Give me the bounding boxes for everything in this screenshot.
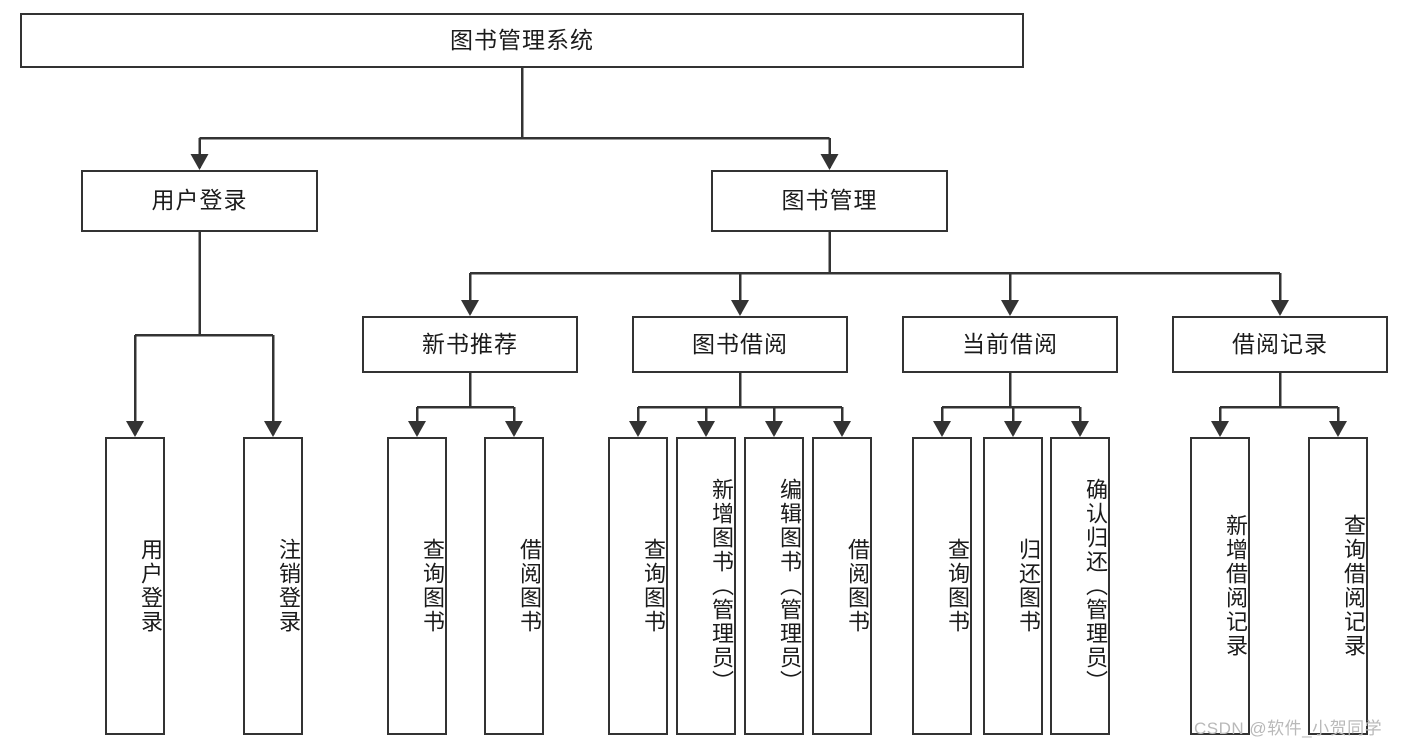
node-label: 当前借阅 bbox=[962, 330, 1058, 357]
node-leaf-return-book[interactable]: 归还图书 bbox=[983, 437, 1043, 735]
node-label: 用户登录 bbox=[151, 187, 248, 214]
node-user-login[interactable]: 用户登录 bbox=[81, 170, 318, 232]
node-label: 新增借阅记录 bbox=[1223, 514, 1248, 658]
node-label: 图书管理 bbox=[781, 187, 878, 214]
csdn-watermark: CSDN @软件_小贺同学 bbox=[1194, 719, 1383, 738]
node-leaf-confirm-return[interactable]: 确认归还（管理员） bbox=[1050, 437, 1110, 735]
node-leaf-add-record[interactable]: 新增借阅记录 bbox=[1190, 437, 1250, 735]
node-label: 图书管理系统 bbox=[450, 26, 594, 53]
node-label: 查询图书 bbox=[641, 538, 666, 634]
node-label: 查询图书 bbox=[945, 538, 970, 634]
node-book-manage[interactable]: 图书管理 bbox=[711, 170, 948, 232]
node-root[interactable]: 图书管理系统 bbox=[20, 13, 1024, 68]
node-label: 新增图书（管理员） bbox=[709, 478, 734, 694]
node-label: 归还图书 bbox=[1016, 538, 1041, 634]
node-label: 查询借阅记录 bbox=[1341, 514, 1366, 658]
node-label: 借阅图书 bbox=[517, 538, 542, 634]
node-book-borrow[interactable]: 图书借阅 bbox=[632, 316, 848, 373]
node-leaf-query-book-3[interactable]: 查询图书 bbox=[912, 437, 972, 735]
node-borrow-record[interactable]: 借阅记录 bbox=[1172, 316, 1388, 373]
node-leaf-query-record[interactable]: 查询借阅记录 bbox=[1308, 437, 1368, 735]
node-label: 编辑图书（管理员） bbox=[777, 478, 802, 694]
node-current-borrow[interactable]: 当前借阅 bbox=[902, 316, 1118, 373]
node-new-book-rec[interactable]: 新书推荐 bbox=[362, 316, 578, 373]
node-label: 借阅记录 bbox=[1232, 330, 1328, 357]
node-label: 用户登录 bbox=[138, 538, 163, 634]
node-label: 图书借阅 bbox=[692, 330, 788, 357]
node-label: 查询图书 bbox=[420, 538, 445, 634]
node-label: 注销登录 bbox=[276, 538, 301, 634]
node-label: 借阅图书 bbox=[845, 538, 870, 634]
node-label: 新书推荐 bbox=[422, 330, 518, 357]
node-leaf-edit-book[interactable]: 编辑图书（管理员） bbox=[744, 437, 804, 735]
node-leaf-borrow-book-2[interactable]: 借阅图书 bbox=[812, 437, 872, 735]
node-label: 确认归还（管理员） bbox=[1083, 478, 1108, 694]
node-leaf-query-book-2[interactable]: 查询图书 bbox=[608, 437, 668, 735]
node-leaf-borrow-book-1[interactable]: 借阅图书 bbox=[484, 437, 544, 735]
node-leaf-user-logout[interactable]: 注销登录 bbox=[243, 437, 303, 735]
node-leaf-user-login[interactable]: 用户登录 bbox=[105, 437, 165, 735]
node-leaf-add-book[interactable]: 新增图书（管理员） bbox=[676, 437, 736, 735]
node-leaf-query-book-1[interactable]: 查询图书 bbox=[387, 437, 447, 735]
